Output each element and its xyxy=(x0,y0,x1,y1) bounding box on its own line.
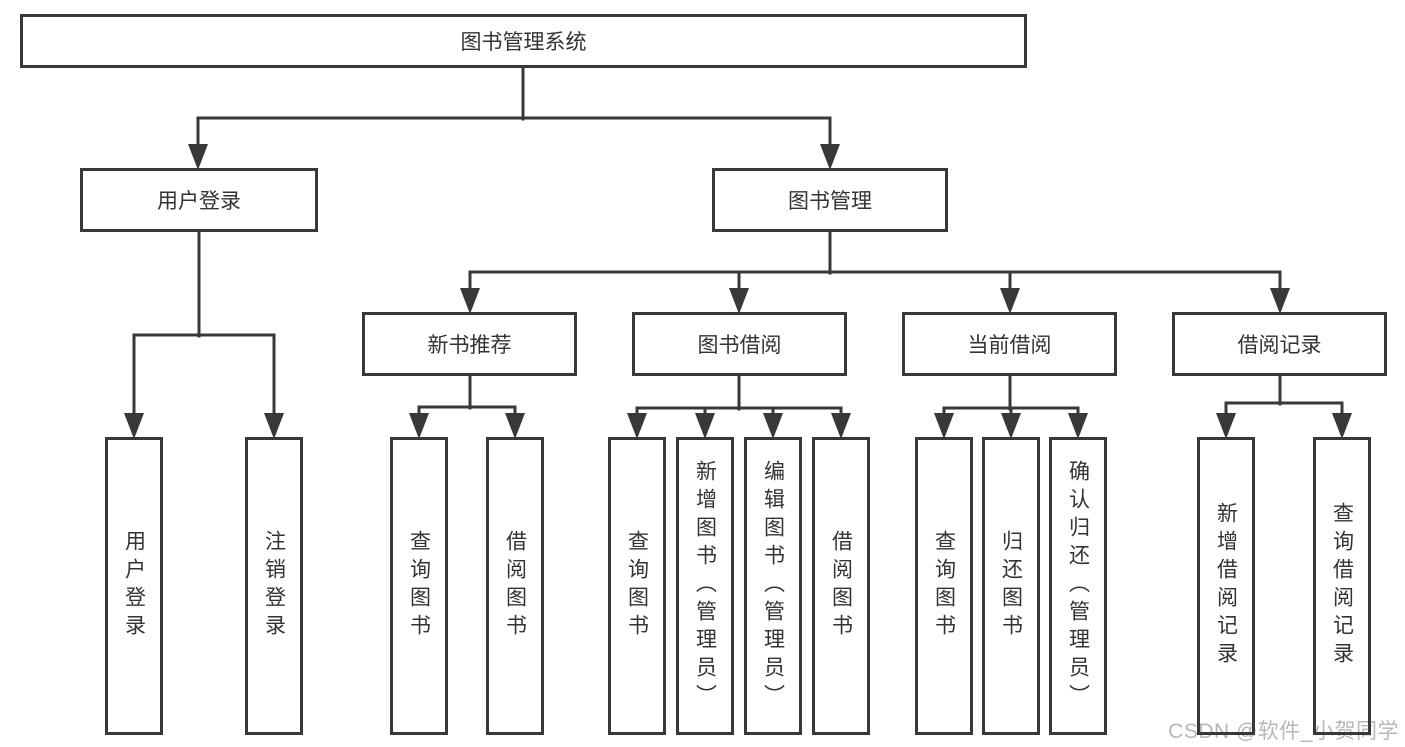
leaf-return-book: 归还图书 xyxy=(982,437,1040,735)
leaf-query-borrow-record-label: 查询借阅记录 xyxy=(1330,502,1354,670)
leaf-query-borrow-record: 查询借阅记录 xyxy=(1313,437,1371,735)
leaf-query-book-borrow: 查询图书 xyxy=(608,437,666,735)
leaf-query-book-current: 查询图书 xyxy=(915,437,973,735)
node-book-management-label: 图书管理 xyxy=(788,190,872,213)
leaf-add-book-admin: 新增图书（管理员） xyxy=(676,437,734,735)
leaf-borrow-book-recommend-label: 借阅图书 xyxy=(503,530,527,642)
leaf-confirm-return-admin: 确认归还（管理员） xyxy=(1049,437,1107,735)
leaf-add-borrow-record-label: 新增借阅记录 xyxy=(1214,502,1238,670)
node-root-system: 图书管理系统 xyxy=(20,14,1027,68)
leaf-borrow-book: 借阅图书 xyxy=(812,437,870,735)
leaf-add-borrow-record: 新增借阅记录 xyxy=(1197,437,1255,735)
leaf-query-book-borrow-label: 查询图书 xyxy=(625,530,649,642)
leaf-add-book-admin-label: 新增图书（管理员） xyxy=(693,460,717,712)
node-new-book-recommend: 新书推荐 xyxy=(362,312,577,376)
leaf-edit-book-admin: 编辑图书（管理员） xyxy=(744,437,802,735)
leaf-logout: 注销登录 xyxy=(245,437,303,735)
leaf-borrow-book-label: 借阅图书 xyxy=(829,530,853,642)
leaf-query-book-recommend-label: 查询图书 xyxy=(407,530,431,642)
leaf-edit-book-admin-label: 编辑图书（管理员） xyxy=(761,460,785,712)
leaf-user-login: 用户登录 xyxy=(105,437,163,735)
node-current-borrow-label: 当前借阅 xyxy=(967,334,1052,357)
node-borrow-records-label: 借阅记录 xyxy=(1237,334,1322,357)
node-book-management: 图书管理 xyxy=(712,168,948,232)
arrowheads xyxy=(124,144,1352,439)
leaf-confirm-return-admin-label: 确认归还（管理员） xyxy=(1066,460,1090,712)
node-user-login-label: 用户登录 xyxy=(157,190,241,213)
leaf-user-login-label: 用户登录 xyxy=(122,530,146,642)
leaf-return-book-label: 归还图书 xyxy=(999,530,1023,642)
node-new-book-recommend-label: 新书推荐 xyxy=(427,334,512,357)
node-book-borrow: 图书借阅 xyxy=(632,312,847,376)
leaf-query-book-recommend: 查询图书 xyxy=(390,437,448,735)
leaf-logout-label: 注销登录 xyxy=(262,530,286,642)
node-root-label: 图书管理系统 xyxy=(460,31,587,54)
node-borrow-records: 借阅记录 xyxy=(1172,312,1387,376)
node-book-borrow-label: 图书借阅 xyxy=(697,334,782,357)
leaf-borrow-book-recommend: 借阅图书 xyxy=(486,437,544,735)
node-user-login: 用户登录 xyxy=(80,168,318,232)
leaf-query-book-current-label: 查询图书 xyxy=(932,530,956,642)
node-current-borrow: 当前借阅 xyxy=(902,312,1117,376)
csdn-watermark: CSDN @软件_小贺同学 xyxy=(1168,720,1399,743)
